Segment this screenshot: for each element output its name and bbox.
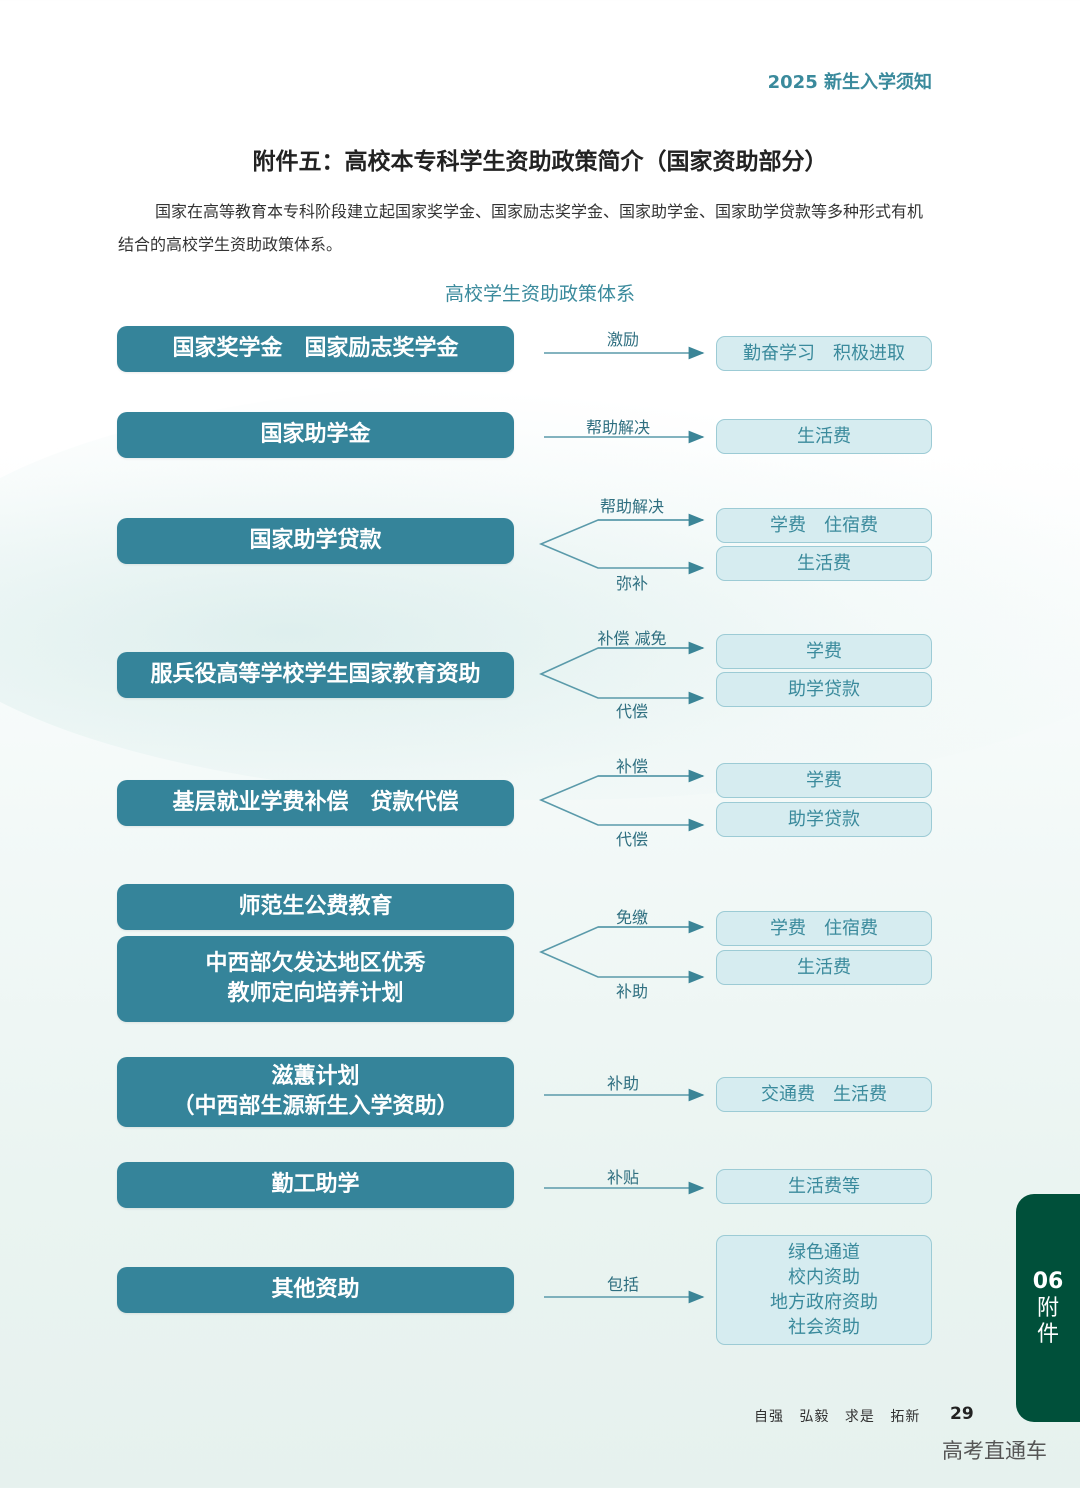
arrow-label: 帮助解决 (585, 418, 651, 437)
arrow-label: 帮助解决 (599, 497, 665, 516)
result-label: 生活费 (797, 426, 851, 447)
chapter-tab[interactable]: 06 附 件 (1016, 1194, 1080, 1422)
result-box: 勤奋学习 积极进取 (716, 336, 932, 371)
result-label: 学费 住宿费 (770, 515, 878, 536)
header-tag: 2025 新生入学须知 (767, 72, 932, 93)
result-label: 生活费 (797, 553, 851, 574)
footer-motto: 自强 弘毅 求是 拓新 (754, 1409, 921, 1425)
policy-label: 中西部欠发达地区优秀 (205, 951, 426, 976)
policy-other-aid: 其他资助 (117, 1267, 514, 1313)
policy-national-scholarship: 国家奖学金 国家励志奖学金 (117, 326, 514, 372)
policy-work-study: 勤工助学 (117, 1162, 514, 1208)
arrow-label: 补助 (615, 982, 649, 1001)
result-box: 生活费 (716, 546, 932, 581)
chapter-number: 06 (1032, 1269, 1064, 1294)
policy-grassroots-employment: 基层就业学费补偿 贷款代偿 (117, 780, 514, 826)
result-label: 学费 (806, 641, 842, 662)
result-label: 绿色通道 (788, 1242, 860, 1263)
arrow-label: 代偿 (615, 702, 649, 721)
arrow-label: 补贴 (606, 1168, 640, 1187)
arrow-label: 补助 (606, 1074, 640, 1093)
page-number: 29 (950, 1404, 974, 1424)
policy-student-loan: 国家助学贷款 (117, 518, 514, 564)
policy-label: 其他资助 (271, 1277, 360, 1302)
result-label: 社会资助 (788, 1317, 860, 1338)
policy-national-grant: 国家助学金 (117, 412, 514, 458)
policy-military-service-aid: 服兵役高等学校学生国家教育资助 (117, 652, 514, 698)
result-label: 生活费 (797, 957, 851, 978)
policy-normal-student-education: 师范生公费教育 (117, 884, 514, 930)
chapter-label-char: 附 (1036, 1296, 1059, 1321)
watermark: 高考直通车 (942, 1439, 1047, 1463)
page-title: 附件五：高校本专科学生资助政策简介（国家资助部分） (252, 149, 828, 175)
result-box: 助学贷款 (716, 672, 932, 707)
result-label: 助学贷款 (788, 679, 860, 700)
policy-label: 师范生公费教育 (238, 894, 393, 919)
arrow-label: 免缴 (615, 908, 649, 927)
result-box: 学费 住宿费 (716, 508, 932, 543)
result-label: 校内资助 (788, 1267, 860, 1288)
intro-paragraph: 国家在高等教育本专科阶段建立起国家奖学金、国家励志奖学金、国家助学金、国家助学贷… (118, 202, 924, 254)
arrow-label: 代偿 (615, 830, 649, 849)
policy-label: 国家助学金 (260, 422, 371, 447)
policy-label: （中西部生源新生入学资助） (172, 1094, 459, 1119)
result-box: 生活费 (716, 950, 932, 985)
result-label: 勤奋学习 积极进取 (743, 343, 905, 364)
arrow-label: 弥补 (615, 574, 649, 593)
chapter-label: 附 件 (1036, 1296, 1060, 1348)
result-box: 交通费 生活费 (716, 1077, 932, 1112)
result-label: 地方政府资助 (770, 1292, 878, 1313)
result-label: 助学贷款 (788, 809, 860, 830)
arrow-label: 补偿 (615, 757, 649, 776)
result-box: 学费 (716, 763, 932, 798)
result-label: 学费 (806, 770, 842, 791)
arrow-label: 包括 (606, 1275, 640, 1294)
result-box: 学费 住宿费 (716, 911, 932, 946)
result-label: 交通费 生活费 (761, 1084, 887, 1105)
policy-label: 国家助学贷款 (249, 528, 382, 553)
result-box: 助学贷款 (716, 802, 932, 837)
policy-label: 基层就业学费补偿 贷款代偿 (172, 790, 459, 815)
arrow-label: 激励 (606, 330, 640, 349)
policy-label: 服兵役高等学校学生国家教育资助 (150, 662, 481, 687)
policy-label: 教师定向培养计划 (227, 981, 404, 1006)
result-box: 绿色通道 校内资助 地方政府资助 社会资助 (716, 1235, 932, 1345)
diagram-title: 高校学生资助政策体系 (444, 283, 635, 305)
result-label: 生活费等 (788, 1176, 860, 1197)
result-box: 生活费等 (716, 1169, 932, 1204)
result-box: 学费 (716, 634, 932, 669)
policy-label: 国家奖学金 国家励志奖学金 (172, 336, 459, 361)
policy-label: 勤工助学 (271, 1172, 360, 1197)
result-box: 生活费 (716, 419, 932, 454)
result-label: 学费 住宿费 (770, 918, 878, 939)
chapter-label-char: 件 (1036, 1322, 1059, 1347)
policy-label: 滋蕙计划 (271, 1064, 360, 1089)
arrow-label: 补偿 减免 (597, 629, 667, 648)
policy-zihui-plan: 滋蕙计划 （中西部生源新生入学资助） (117, 1057, 514, 1127)
policy-teacher-training-plan: 中西部欠发达地区优秀教师定向培养计划 (117, 936, 514, 1022)
